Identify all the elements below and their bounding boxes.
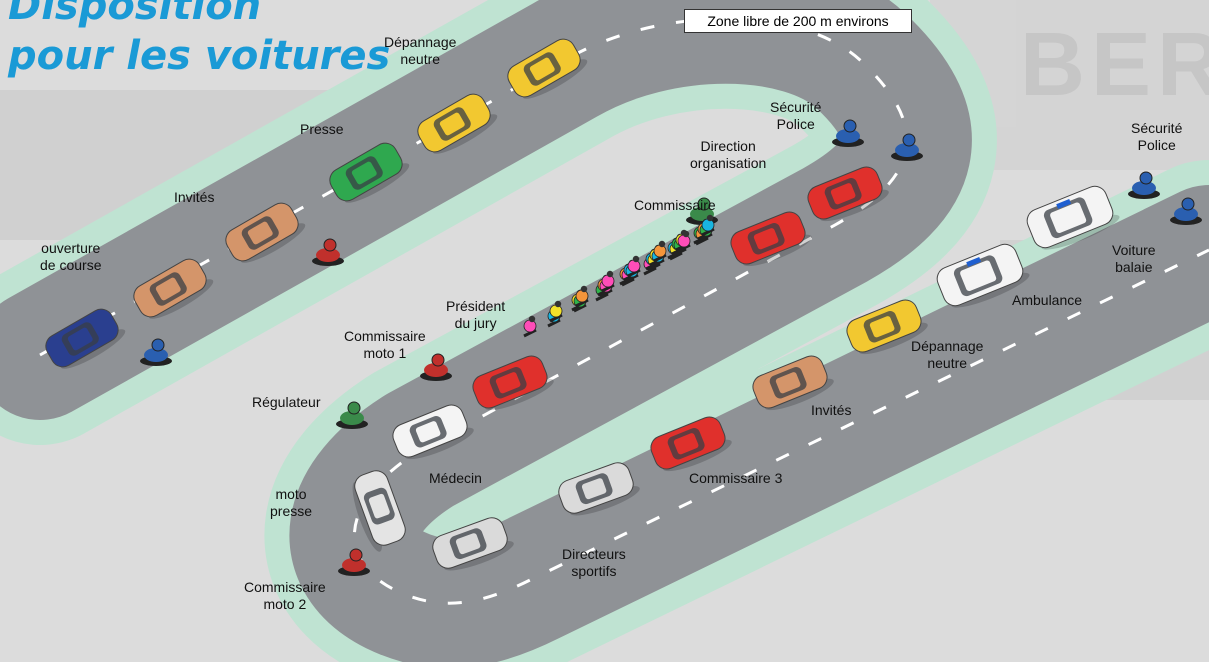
rider — [701, 214, 715, 237]
car-depannage-2 — [507, 38, 588, 99]
car-depannage-3 — [846, 299, 928, 355]
car-ouverture — [45, 308, 126, 369]
moto-commissaire-2 — [338, 548, 370, 576]
lane-markings — [39, 17, 1209, 605]
car-commissaire-3 — [650, 416, 732, 472]
moto-commissaire-1 — [420, 353, 452, 381]
moto-securite-2 — [891, 133, 923, 161]
label-commissaire: Commissaire — [634, 197, 716, 213]
ambulance — [936, 243, 1030, 308]
car-directeurs-2 — [558, 462, 640, 516]
label-regulateur: Régulateur — [252, 394, 321, 410]
car-invites-2 — [225, 202, 306, 263]
moto-securite-4 — [1170, 197, 1202, 225]
label-commissaire-3: Commissaire 3 — [689, 470, 783, 486]
moto-ouverture — [140, 338, 172, 366]
car-presse — [329, 142, 410, 203]
peloton — [523, 214, 715, 338]
rider — [549, 300, 563, 323]
car-president — [472, 355, 554, 411]
svg-text:BERG: BERG — [1020, 15, 1209, 115]
title-line-1: Disposition — [8, 0, 262, 29]
car-directeurs-1 — [432, 517, 514, 571]
car-moto-presse — [352, 470, 406, 552]
vehicles-motos — [140, 119, 1202, 576]
car-direction-1 — [807, 166, 889, 222]
moto-invites — [312, 238, 344, 266]
rider — [523, 315, 537, 338]
vehicles-cars — [45, 38, 1120, 571]
rider — [653, 240, 667, 263]
van-balaie — [1026, 185, 1120, 250]
moto-securite-1 — [832, 119, 864, 147]
rider — [601, 270, 615, 293]
rider — [677, 230, 691, 253]
moto-regulateur — [336, 401, 368, 429]
label-invites-bottom: Invités — [811, 402, 852, 418]
label-invites-top: Invités — [174, 189, 215, 205]
car-invites-3 — [752, 355, 834, 411]
rider — [627, 255, 641, 278]
car-direction-2 — [730, 211, 812, 267]
title-line-2: pour les voitures — [8, 33, 391, 79]
moto-securite-3 — [1128, 171, 1160, 199]
rider — [575, 285, 589, 308]
car-invites-1 — [133, 258, 214, 319]
label-presse: Presse — [300, 121, 344, 137]
car-medecin — [392, 404, 474, 460]
car-depannage-1 — [417, 93, 498, 154]
label-medecin: Médecin — [429, 470, 482, 486]
free-zone-note: Zone libre de 200 m environs — [684, 9, 912, 33]
label-ambulance: Ambulance — [1012, 292, 1083, 308]
